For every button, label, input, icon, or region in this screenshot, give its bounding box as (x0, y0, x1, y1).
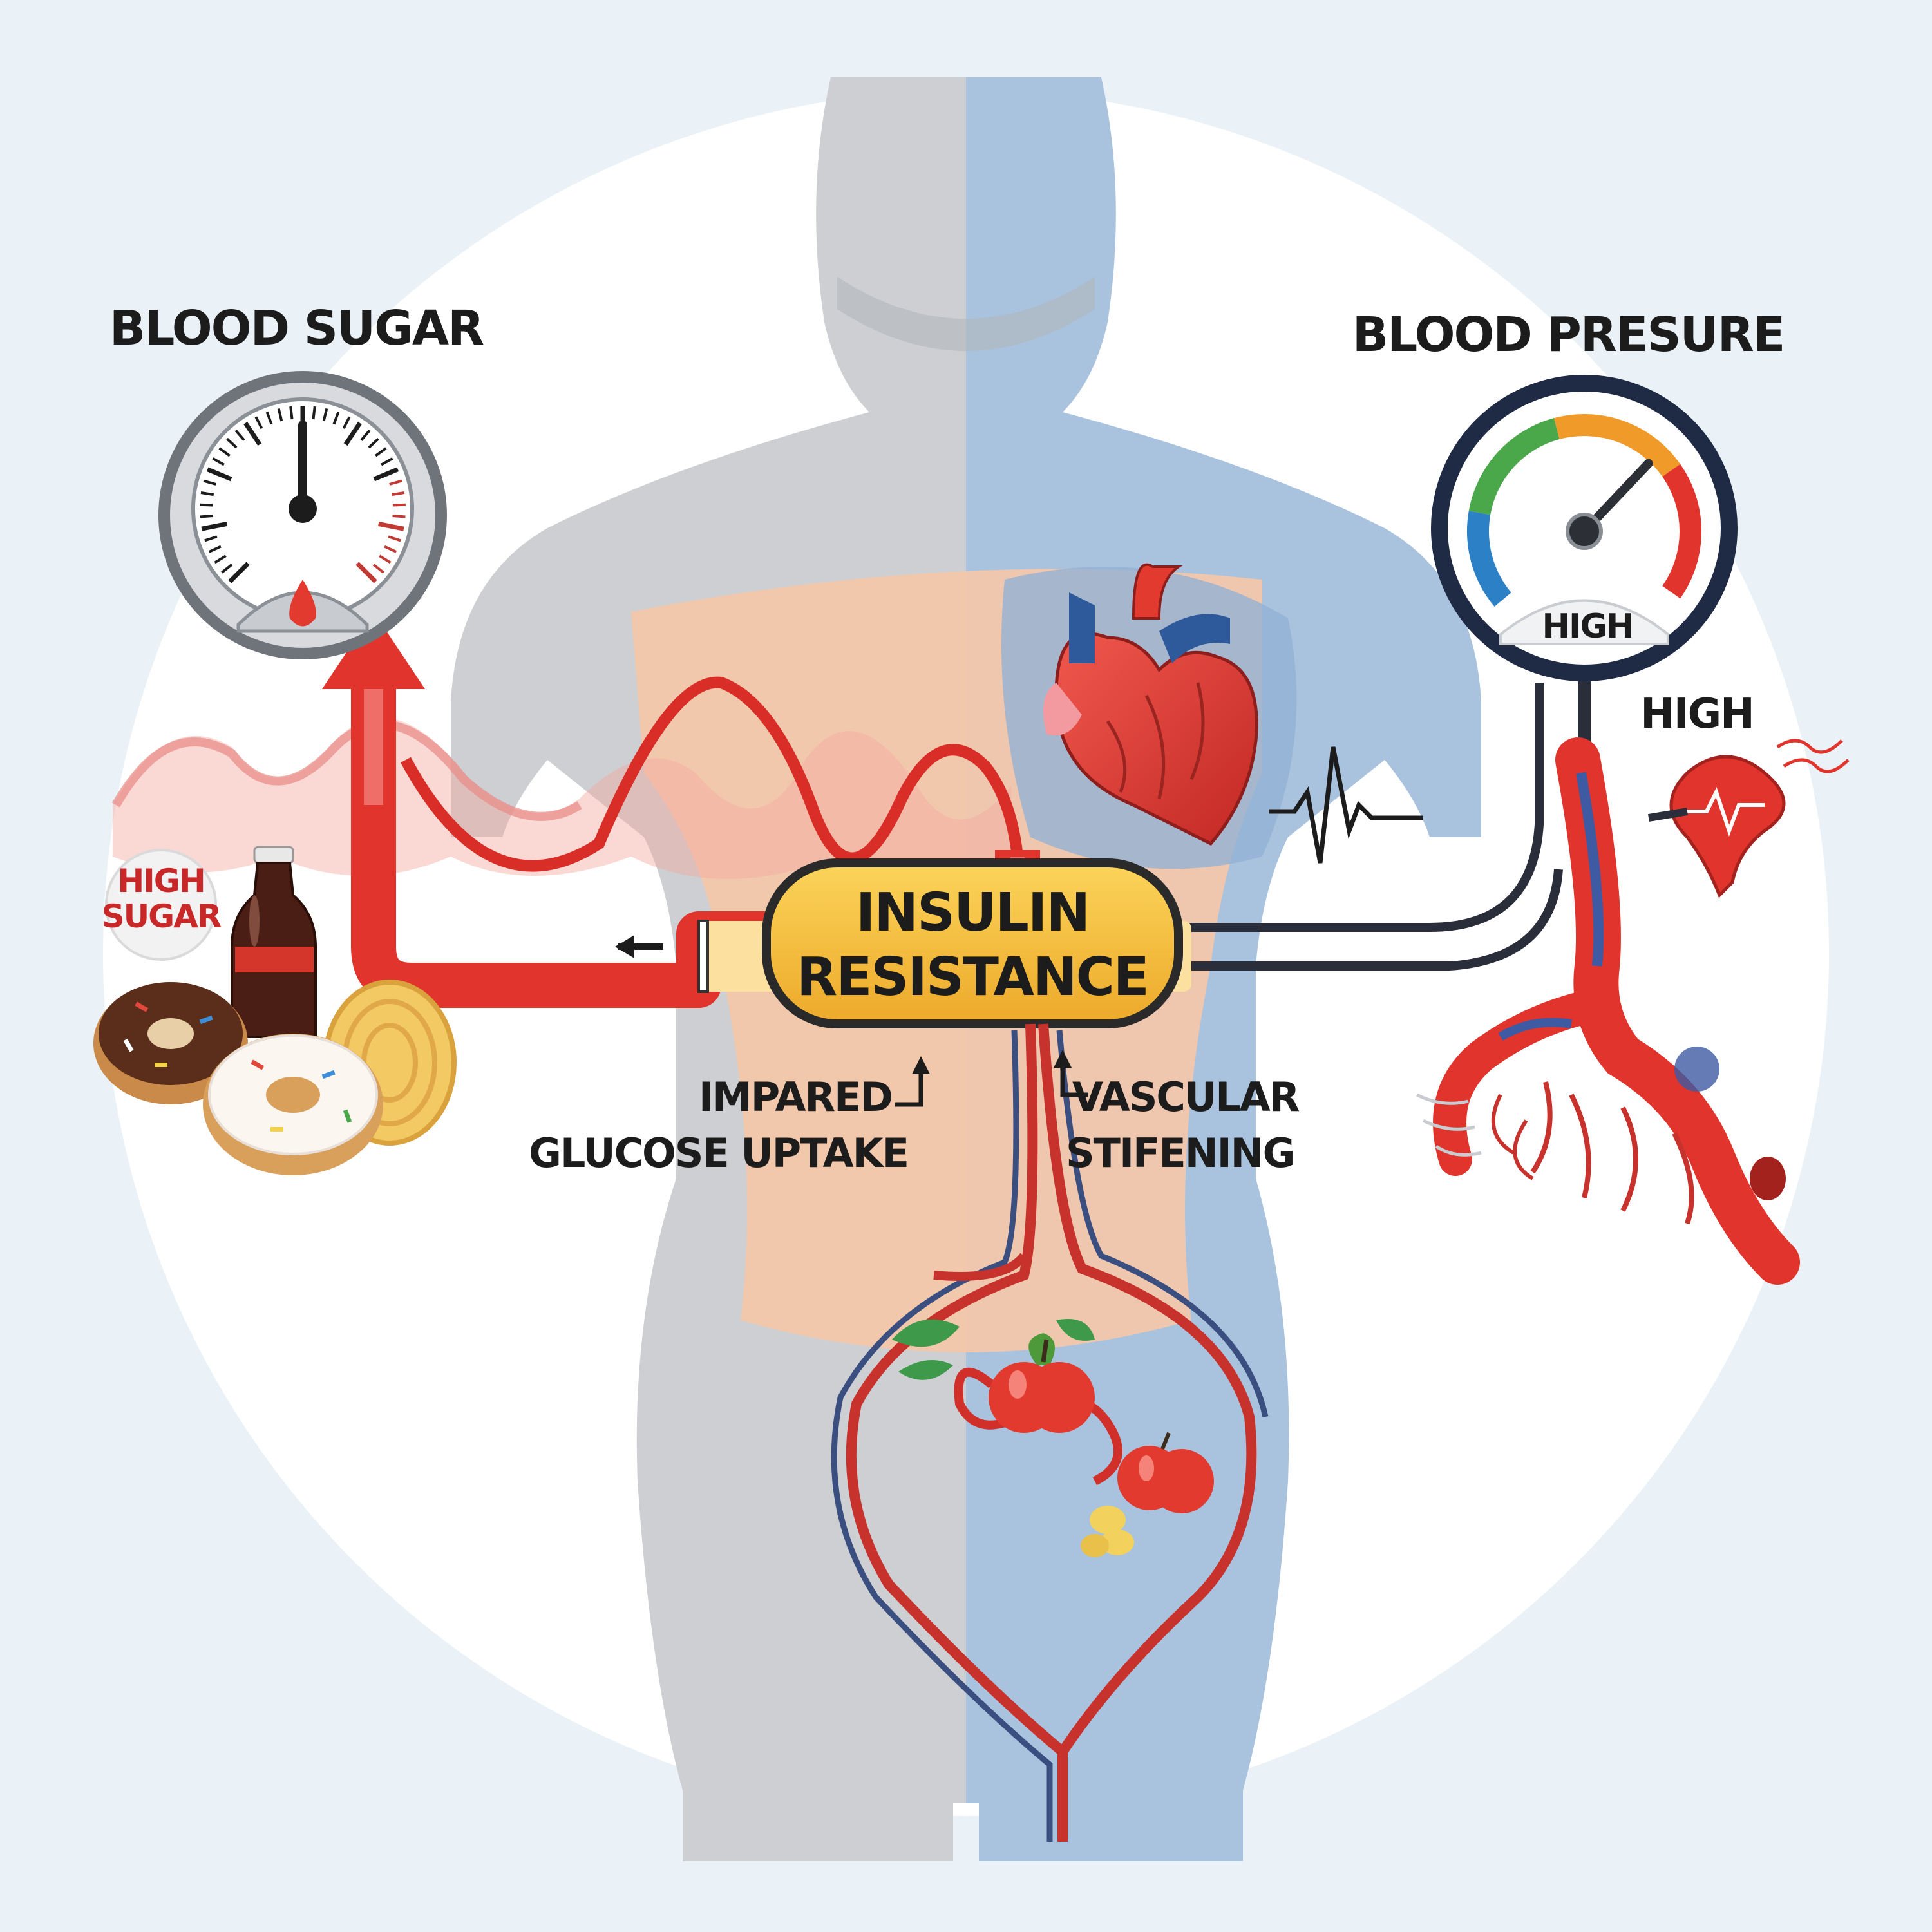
vascular-label-line2: STIFENING (1066, 1130, 1294, 1177)
insulin-resistance-capsule: INSULIN RESISTANCE (697, 858, 1191, 1028)
pressure-connector-lines (1179, 683, 1563, 971)
up-arrow-icon (1054, 1050, 1088, 1097)
gauge-tick (379, 554, 392, 564)
gauge-tick (200, 514, 213, 518)
gauge-tick (368, 437, 379, 449)
high-sugar-line1: HIGH (117, 862, 204, 900)
gauge-tick (392, 503, 406, 507)
impaired-label-line1: IMPARED (699, 1074, 892, 1121)
kidney-icon (1648, 739, 1850, 898)
gauge-tick (203, 479, 216, 486)
left-arrow-icon (615, 935, 663, 958)
gauge-tick (277, 408, 283, 422)
blood-drop-icon (289, 580, 316, 627)
heart-icon (1043, 563, 1258, 846)
gauge-tick (389, 479, 402, 486)
gauge-tick (322, 408, 328, 422)
gauge-tick (234, 430, 245, 441)
insulin-title-line1: INSULIN (856, 882, 1089, 943)
sugar-wave-band (111, 676, 1023, 883)
blood-sugar-gauge (158, 371, 447, 659)
insulin-title-line2: RESISTANCE (797, 947, 1148, 1008)
nut-icon (1081, 1506, 1134, 1557)
ecg-icon (1269, 746, 1423, 864)
gauge-tick (200, 503, 213, 507)
gauge-tick (221, 564, 233, 574)
gauge-tick (373, 467, 399, 482)
vascular-label-line1: VASCULAR (1072, 1074, 1300, 1121)
donut-icon (93, 982, 248, 1104)
gauge-tick (392, 514, 406, 518)
gauge-tick (332, 412, 340, 425)
artery-icon (1416, 737, 1800, 1285)
gauge-tick (243, 422, 262, 446)
gauge-tick (200, 491, 214, 497)
soda-bottle-icon (231, 846, 317, 1038)
blood-pressure-title: BLOOD PRESURE (1352, 307, 1785, 363)
gauge-tick (381, 457, 393, 466)
pressure-gauge-text: HIGH (1542, 607, 1633, 646)
gauge-tick (218, 447, 231, 457)
gauge-tick (212, 457, 225, 466)
gauge-tick (254, 416, 263, 430)
gauge-tick (228, 562, 250, 583)
gauge-tick (312, 406, 316, 420)
leaf-icon (892, 1319, 1095, 1380)
apple-icon (1117, 1432, 1214, 1513)
blood-sugar-title: BLOOD SUGAR (109, 301, 484, 356)
abdominal-vessel-loop (831, 1023, 1269, 1842)
gauge-tick (201, 521, 227, 531)
donut-icon (203, 1034, 383, 1175)
gauge-tick (388, 535, 401, 542)
gauge-tick (206, 467, 232, 482)
gauge-tick (289, 406, 294, 420)
gauge-tick (372, 564, 384, 574)
up-arrow-icon (895, 1056, 930, 1107)
blood-pressure-gauge: HIGH (1431, 375, 1738, 773)
gauge-tick (355, 562, 377, 583)
gauge-tick (375, 447, 387, 457)
gauge-tick (391, 491, 405, 497)
apple-icon (989, 1333, 1095, 1433)
gauge-tick (360, 430, 371, 441)
gauge-tick (342, 416, 351, 430)
gauge-tick (208, 545, 222, 553)
gauge-tick (384, 545, 397, 553)
gauge-tick (214, 554, 227, 564)
gauge-tick (226, 437, 238, 449)
impaired-label-line2: GLUCOSE UPTAKE (529, 1130, 908, 1177)
pressure-high-label: HIGH (1640, 690, 1753, 738)
gauge-tick (265, 412, 273, 425)
gauge-tick (378, 521, 404, 531)
gauge-tick (204, 535, 218, 542)
high-sugar-badge: HIGH SUGAR (102, 849, 223, 961)
high-sugar-line2: SUGAR (102, 898, 222, 935)
gauge-tick (343, 422, 362, 446)
